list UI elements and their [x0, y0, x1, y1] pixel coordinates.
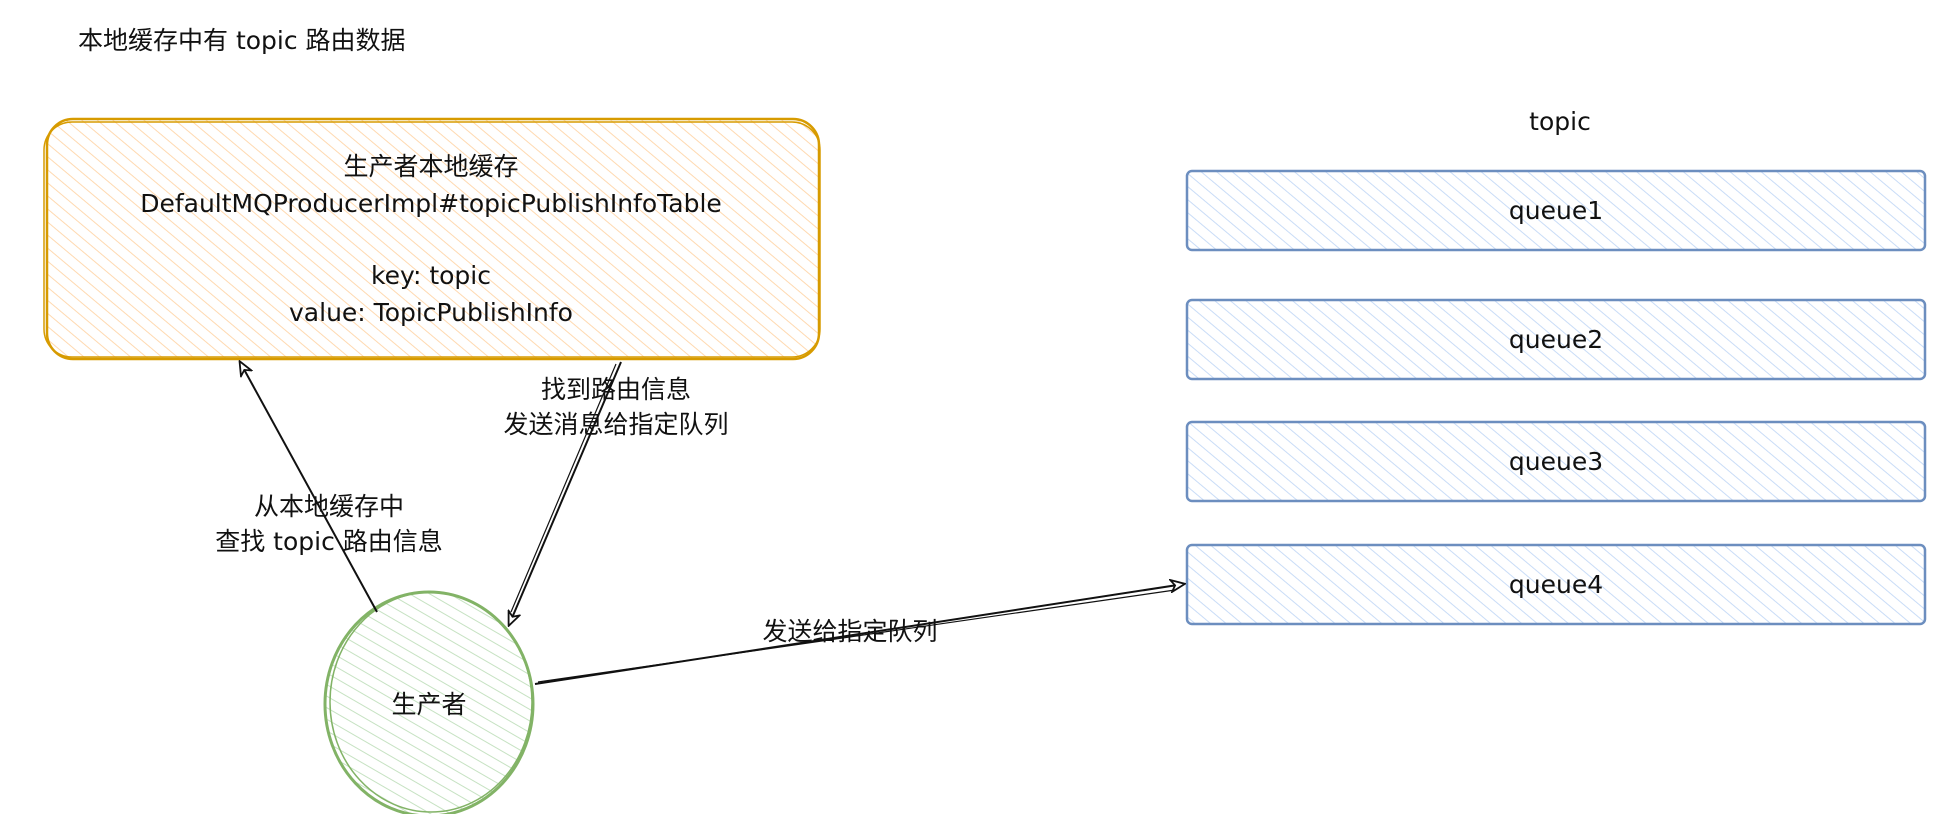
- cache-box-class: DefaultMQProducerImpl#topicPublishInfoTa…: [140, 189, 722, 218]
- topic-label: topic: [1529, 107, 1591, 136]
- diagram-title: 本地缓存中有 topic 路由数据: [78, 26, 406, 55]
- queue-label: queue4: [1509, 570, 1603, 599]
- queue-3: queue3: [1185, 420, 1927, 503]
- found-label-1: 找到路由信息: [541, 375, 691, 404]
- queue-label: queue1: [1509, 196, 1603, 225]
- send-arrow: 发送给指定队列: [534, 584, 1184, 685]
- queue-2: queue2: [1185, 298, 1927, 381]
- lookup-arrow: 从本地缓存中 查找 topic 路由信息: [215, 362, 443, 613]
- queue-4: queue4: [1185, 543, 1927, 626]
- queue-label: queue3: [1509, 447, 1603, 476]
- cache-box-value: value: TopicPublishInfo: [289, 298, 573, 327]
- send-label: 发送给指定队列: [762, 617, 937, 646]
- lookup-label-2: 查找 topic 路由信息: [215, 527, 443, 556]
- found-arrow: 找到路由信息 发送消息给指定队列: [503, 361, 729, 625]
- producer-node: 生产者: [323, 590, 535, 814]
- found-label-2: 发送消息给指定队列: [503, 410, 728, 439]
- producer-label: 生产者: [391, 690, 466, 719]
- queue-label: queue2: [1509, 325, 1603, 354]
- lookup-label-1: 从本地缓存中: [254, 492, 404, 521]
- queue-1: queue1: [1185, 169, 1927, 252]
- cache-box-title: 生产者本地缓存: [343, 152, 518, 181]
- local-cache-box: 生产者本地缓存 DefaultMQProducerImpl#topicPubli…: [43, 117, 821, 361]
- cache-box-key: key: topic: [371, 261, 491, 290]
